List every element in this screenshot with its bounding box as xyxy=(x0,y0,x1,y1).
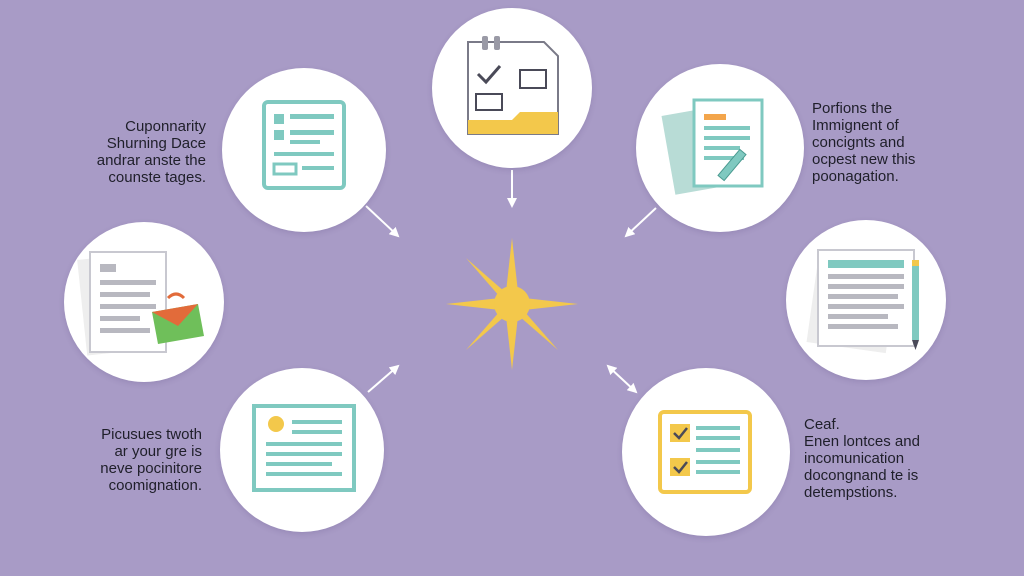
caption-line: Picusues twoth xyxy=(101,426,202,443)
document-envelope-icon xyxy=(77,251,204,356)
caption-line: andrar anste the xyxy=(96,152,206,169)
caption-line: Porfions the xyxy=(812,100,893,117)
caption-upper-left: Cuponnarity Shurning Dace andrar anste t… xyxy=(97,118,206,186)
node-middle-left xyxy=(64,222,224,382)
caption-line: incomunication xyxy=(804,450,905,467)
caption-line: Ceaf. xyxy=(804,416,840,433)
caption-line: Immignent of xyxy=(812,117,899,134)
node-upper-right xyxy=(636,64,804,232)
checklist-icon xyxy=(658,410,752,494)
node-lower-right xyxy=(622,368,790,536)
caption-line: Shurning Dace xyxy=(106,135,206,152)
caption-lower-left: Picusues twoth ar your gre is neve pocin… xyxy=(100,426,202,494)
caption-line: ar your gre is xyxy=(114,443,202,460)
caption-line: ocpest new this xyxy=(812,151,916,168)
caption-upper-right: Porfions the Immignent of concignts and … xyxy=(812,100,915,185)
calendar-checklist-icon xyxy=(467,36,559,135)
node-upper-left xyxy=(222,68,386,232)
arrow-upper-left-to-center xyxy=(365,205,400,238)
caption-line: concignts and xyxy=(812,134,905,151)
caption-line: coomignation. xyxy=(108,477,202,494)
documents-pencil-icon xyxy=(661,98,764,195)
node-top xyxy=(432,8,592,168)
caption-lower-right: Ceaf. Enen lontces and incomunication do… xyxy=(804,416,920,501)
caption-line: Cuponnarity xyxy=(125,118,206,135)
arrow-lower-right-center xyxy=(606,364,638,394)
caption-line: neve pocinitore xyxy=(100,460,202,477)
sun-icon xyxy=(446,238,578,370)
caption-line: poonagation. xyxy=(812,168,899,185)
arrow-upper-right-to-center xyxy=(624,207,657,238)
arrow-center-to-lower-left xyxy=(367,364,400,393)
caption-line: Enen lontces and xyxy=(804,433,920,450)
caption-line: detempstions. xyxy=(804,484,898,501)
photo-document-icon xyxy=(252,404,356,492)
caption-line: counste tages. xyxy=(108,169,206,186)
form-document-icon xyxy=(262,100,346,190)
node-lower-left xyxy=(220,368,384,532)
document-pencil-icon xyxy=(806,249,919,354)
caption-line: docongnand te is xyxy=(804,467,919,484)
node-middle-right xyxy=(786,220,946,380)
